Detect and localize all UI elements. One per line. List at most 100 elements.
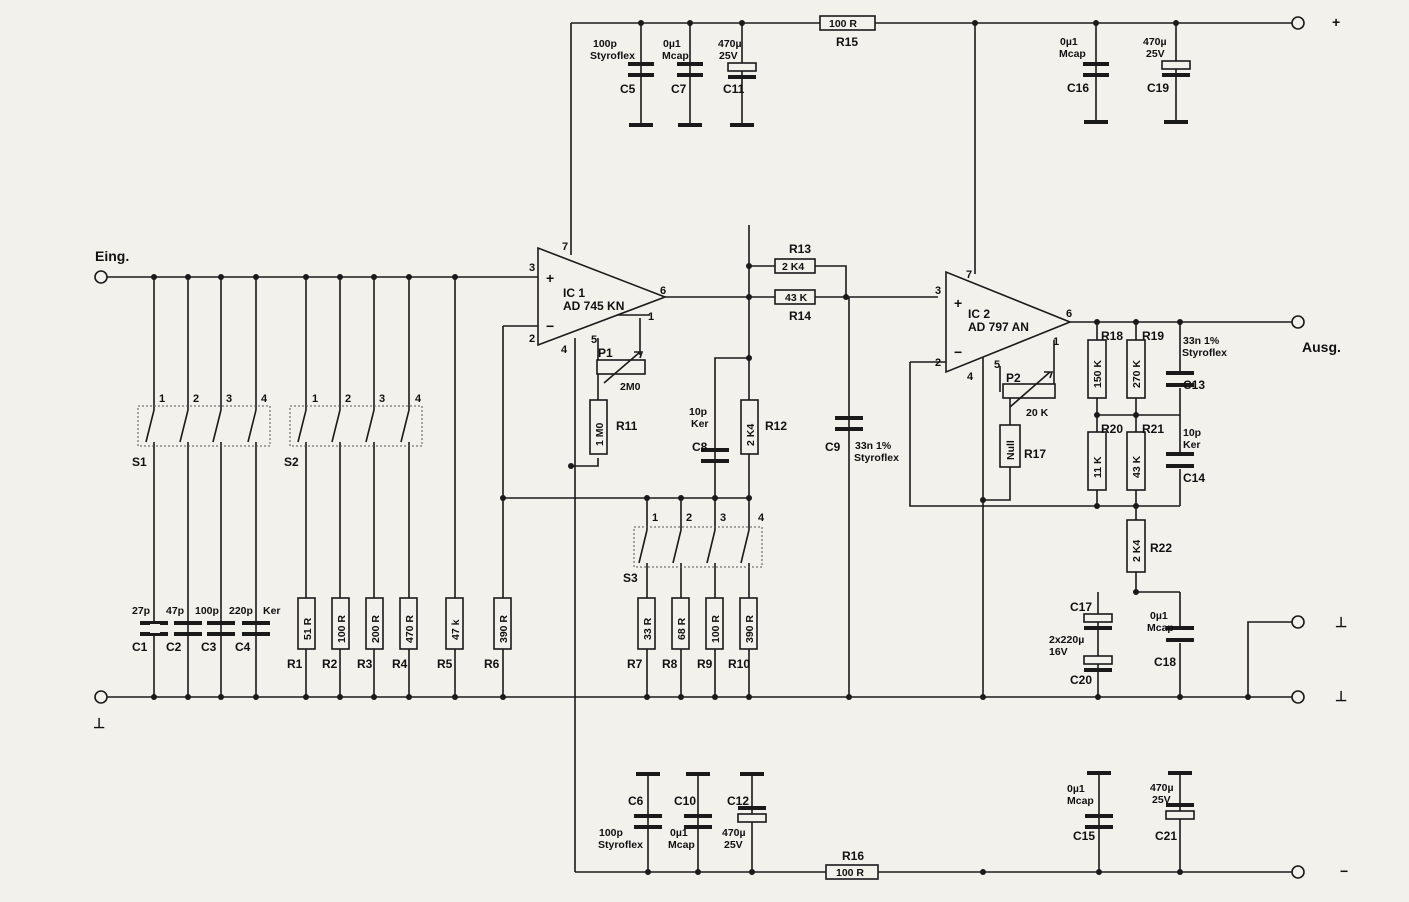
r14-ref: R14 — [789, 309, 811, 323]
ic2-pin3: 3 — [935, 285, 941, 297]
r15-ref: R15 — [836, 35, 858, 49]
r4-value: 470 R — [404, 615, 416, 643]
c19-value: 470µ — [1143, 36, 1167, 48]
s1-contact-3: 3 — [226, 393, 232, 405]
gnd-label-2: ⊥ — [1335, 688, 1347, 704]
r10-ref: R10 — [728, 657, 750, 671]
c3-value: 100p — [195, 605, 219, 617]
c4-value: 220p — [229, 605, 253, 617]
r5-ref: R5 — [437, 657, 453, 671]
c10-ref: C10 — [674, 794, 696, 808]
c15-value: 0µ1 — [1067, 783, 1085, 795]
c18-value: 0µ1 — [1150, 610, 1168, 622]
c8-type: Ker — [691, 418, 709, 430]
s3-contact-3: 3 — [720, 512, 726, 524]
c16-ref: C16 — [1067, 81, 1089, 95]
ic2-pin7: 7 — [966, 269, 972, 281]
r22-ref: R22 — [1150, 541, 1172, 555]
r9-value: 100 R — [710, 615, 722, 643]
negative-supply-terminal — [1291, 865, 1305, 879]
c19-ref: C19 — [1147, 81, 1169, 95]
c8-ref: C8 — [692, 440, 708, 454]
s2-contact-1: 1 — [312, 393, 318, 405]
c10-type: Mcap — [668, 839, 695, 851]
r19-value: 270 K — [1131, 360, 1143, 388]
r6-value: 390 R — [498, 615, 510, 643]
c18-ref: C18 — [1154, 655, 1176, 669]
r22-value: 2 K4 — [1131, 540, 1143, 562]
r3-ref: R3 — [357, 657, 373, 671]
switch-s1 — [137, 405, 271, 447]
c11-ref: C11 — [723, 82, 745, 96]
ic2-name: IC 2 — [968, 307, 990, 321]
r7-value: 33 R — [642, 617, 654, 640]
ic1-pin7: 7 — [562, 241, 568, 253]
r18-value: 150 K — [1092, 360, 1104, 388]
c5-type: Styroflex — [590, 50, 635, 62]
c4-ref: C4 — [235, 640, 251, 654]
r21-ref: R21 — [1142, 422, 1164, 436]
p1-ref: P1 — [598, 346, 613, 360]
r21-value: 43 K — [1131, 455, 1143, 478]
r16-ref: R16 — [842, 849, 864, 863]
positive-supply-terminal — [1291, 16, 1305, 30]
s2-contact-4: 4 — [415, 393, 422, 405]
c5-value: 100p — [593, 38, 617, 50]
c10-value: 0µ1 — [670, 827, 688, 839]
r16-value: 100 R — [836, 867, 864, 879]
c21-type: 25V — [1152, 794, 1171, 806]
labels: Eing. Ausg. + − ⊥ ⊥ ⊥ IC 1 AD 745 KN 3 2… — [93, 14, 1348, 879]
ic1-pin1: 1 — [648, 311, 654, 323]
p2-ref: P2 — [1006, 371, 1021, 385]
r2-value: 100 R — [336, 615, 348, 643]
ic1-pin2: 2 — [529, 333, 535, 345]
r11-ref: R11 — [616, 419, 638, 433]
ic1-name: IC 1 — [563, 286, 585, 300]
s1-contact-4: 4 — [261, 393, 268, 405]
c14-ref: C14 — [1183, 471, 1205, 485]
gnd-label-1: ⊥ — [1335, 614, 1347, 630]
junctions — [151, 20, 1251, 875]
s3-contact-2: 2 — [686, 512, 692, 524]
r8-value: 68 R — [676, 617, 688, 640]
c12-ref: C12 — [727, 794, 749, 808]
r19-ref: R19 — [1142, 329, 1164, 343]
svg-text:+: + — [546, 270, 554, 286]
input-caps-note: Ker — [263, 605, 281, 617]
c3-ref: C3 — [201, 640, 217, 654]
c6-type: Styroflex — [598, 839, 643, 851]
s2-contact-3: 3 — [379, 393, 385, 405]
ic1-part: AD 745 KN — [563, 299, 624, 313]
r14-value: 43 K — [785, 292, 808, 304]
c14-value: 10p — [1183, 427, 1201, 439]
ground-terminal-1 — [1291, 615, 1305, 629]
c7-value: 0µ1 — [663, 38, 681, 50]
output-label: Ausg. — [1302, 339, 1341, 355]
input-terminal — [94, 270, 108, 284]
supply-bars — [629, 120, 1192, 776]
c21-value: 470µ — [1150, 782, 1174, 794]
r18-ref: R18 — [1101, 329, 1123, 343]
svg-text:+: + — [954, 295, 962, 311]
minus-label: − — [1340, 863, 1348, 879]
c5-ref: C5 — [620, 82, 636, 96]
r6-ref: R6 — [484, 657, 500, 671]
r8-ref: R8 — [662, 657, 678, 671]
c14-type: Ker — [1183, 439, 1201, 451]
c19-type: 25V — [1146, 48, 1165, 60]
s1-contact-2: 2 — [193, 393, 199, 405]
gnd-label-input: ⊥ — [93, 715, 105, 731]
c7-ref: C7 — [671, 82, 687, 96]
r12-ref: R12 — [765, 419, 787, 433]
ic2-pin2: 2 — [935, 357, 941, 369]
c11-type: 25V — [719, 50, 738, 62]
c18-type: Mcap — [1147, 622, 1174, 634]
c9-ref: C9 — [825, 440, 841, 454]
r7-ref: R7 — [627, 657, 643, 671]
s2-contact-2: 2 — [345, 393, 351, 405]
c15-ref: C15 — [1073, 829, 1095, 843]
p1-value: 2M0 — [620, 381, 641, 393]
c13-type: Styroflex — [1182, 347, 1227, 359]
c20-ref: C20 — [1070, 673, 1092, 687]
input-label: Eing. — [95, 248, 129, 264]
